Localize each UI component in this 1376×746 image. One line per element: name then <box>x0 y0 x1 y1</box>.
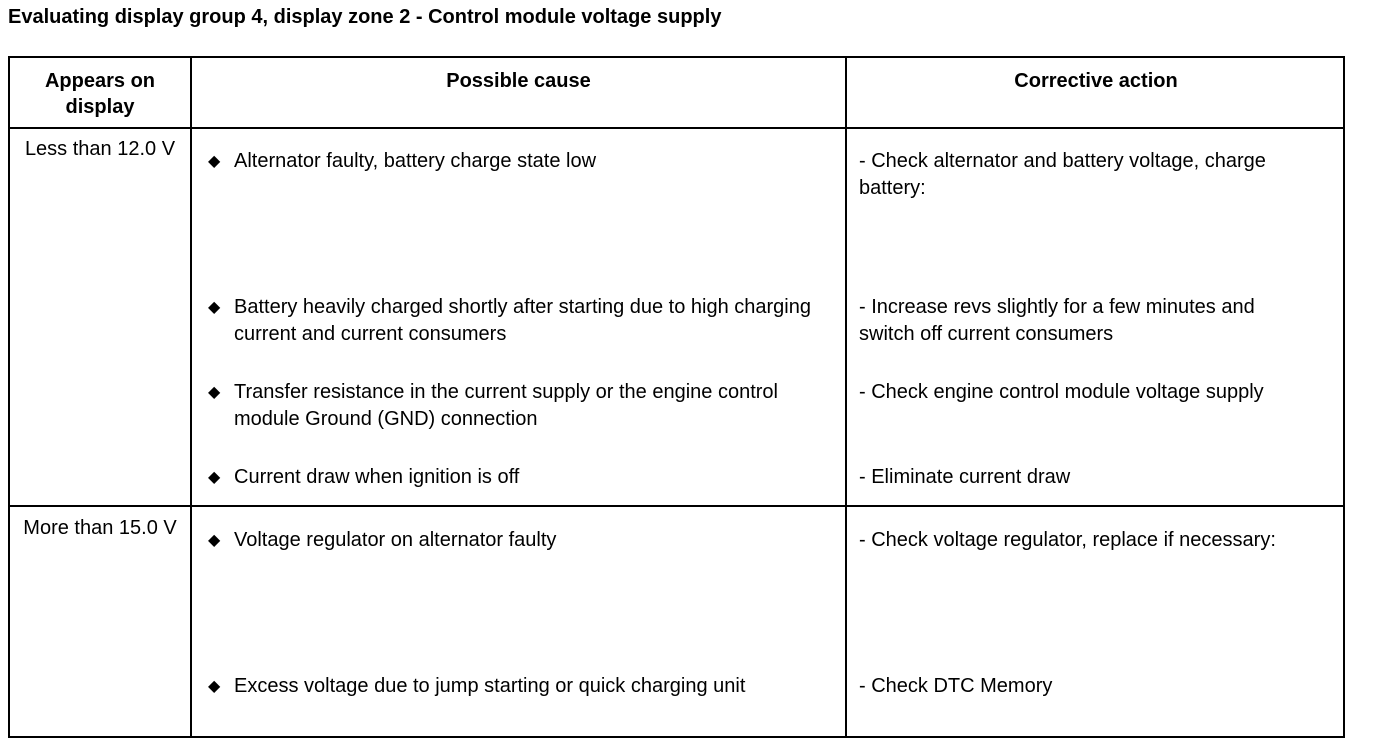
bullet-icon: ◆ <box>208 153 221 170</box>
cause-text: Current draw when ignition is off <box>234 466 520 488</box>
bullet-icon: ◆ <box>208 532 221 549</box>
cause-text: Alternator faulty, battery charge state … <box>234 150 597 172</box>
cause-text: Battery heavily charged shortly after st… <box>234 296 811 345</box>
action-text: - Check alternator and battery voltage, … <box>859 150 1266 199</box>
action-text: - Check voltage regulator, replace if ne… <box>859 529 1276 551</box>
action-text: - Eliminate current draw <box>859 466 1071 488</box>
cause-text: Voltage regulator on alternator faulty <box>234 529 557 551</box>
action-text: - Increase revs slightly for a few minut… <box>859 296 1255 345</box>
column-divider <box>845 58 847 736</box>
bullet-icon: ◆ <box>208 384 221 401</box>
bullet-icon: ◆ <box>208 299 221 316</box>
header-divider <box>10 127 1343 129</box>
bullet-icon: ◆ <box>208 469 221 486</box>
column-divider <box>190 58 192 736</box>
cause-text: Transfer resistance in the current suppl… <box>234 381 778 430</box>
header-corrective-action: Corrective action <box>1014 70 1178 92</box>
bullet-icon: ◆ <box>208 678 221 695</box>
header-possible-cause: Possible cause <box>446 70 591 92</box>
cause-text: Excess voltage due to jump starting or q… <box>234 675 746 697</box>
action-text: - Check DTC Memory <box>859 675 1053 697</box>
page-title: Evaluating display group 4, display zone… <box>8 6 722 28</box>
appears-value: More than 15.0 V <box>23 517 177 539</box>
action-text: - Check engine control module voltage su… <box>859 381 1264 403</box>
header-appears-on-display: Appears on display <box>44 70 156 118</box>
diagnostic-table: Appears on display Possible cause Correc… <box>8 56 1345 738</box>
appears-value: Less than 12.0 V <box>24 138 176 160</box>
row-divider <box>10 505 1343 507</box>
